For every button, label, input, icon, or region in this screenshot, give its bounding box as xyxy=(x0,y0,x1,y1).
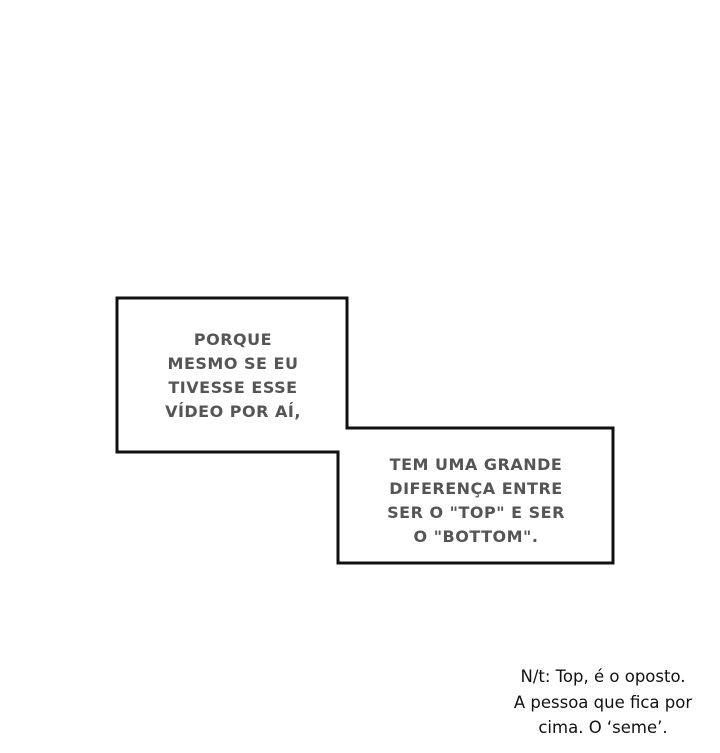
note-line: A pessoa que fica por xyxy=(513,692,693,712)
caption-box-1: PORQUE MESMO SE EU TIVESSE ESSE VÍDEO PO… xyxy=(117,328,349,424)
note-line: N/t: Top, é o oposto. xyxy=(520,667,686,686)
caption-line: DIFERENÇA ENTRE xyxy=(389,479,563,498)
caption-line: MESMO SE EU xyxy=(167,354,299,373)
caption-line: TIVESSE ESSE xyxy=(168,378,298,397)
caption-line: PORQUE xyxy=(193,330,273,349)
caption-line: TEM UMA GRANDE xyxy=(389,455,563,474)
caption-line: O "BOTTOM". xyxy=(413,527,539,546)
note-line: cima. O ‘seme’. xyxy=(538,718,668,737)
translator-note: N/t: Top, é o oposto. A pessoa que fica … xyxy=(470,664,720,741)
caption-line: VÍDEO POR AÍ, xyxy=(165,402,301,421)
caption-box-2: TEM UMA GRANDE DIFERENÇA ENTRE SER O "TO… xyxy=(340,453,612,549)
caption-line: SER O "TOP" E SER xyxy=(387,503,565,522)
